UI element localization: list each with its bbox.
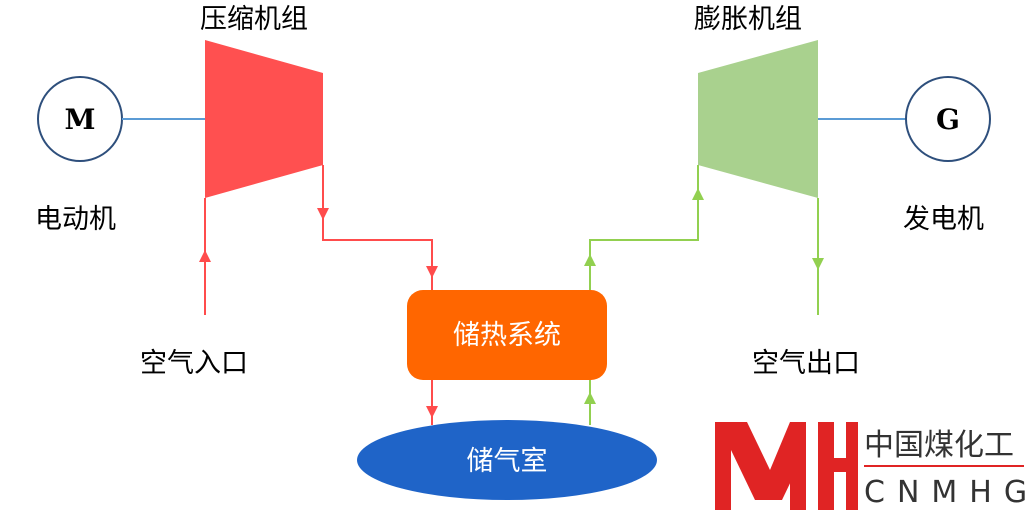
- expander-in-arrow: [692, 188, 704, 200]
- gas-to-heat-arrow: [584, 392, 596, 404]
- compressor-label: 压缩机组: [200, 4, 308, 35]
- heat-to-expander-line: [589, 165, 699, 290]
- air-inlet-arrow: [199, 250, 211, 262]
- compressor-to-heat-line: [322, 165, 433, 290]
- motor-symbol: M: [65, 103, 96, 136]
- logo-mark-icon: [715, 422, 858, 510]
- logo-en-text: CNMHG: [864, 475, 1029, 510]
- heat-out-arrow: [584, 254, 596, 266]
- heat-storage-label: 储热系统: [453, 320, 561, 351]
- generator-circle: [905, 76, 991, 162]
- compressor-unit: [205, 40, 323, 198]
- heat-in-arrow: [426, 266, 438, 278]
- motor-label: 电动机: [35, 204, 116, 235]
- gas-storage-ellipse: [357, 420, 657, 500]
- compressor-down-arrow: [317, 208, 329, 220]
- generator-symbol: G: [936, 103, 960, 136]
- expander-label: 膨胀机组: [694, 4, 802, 35]
- generator-label: 发电机: [903, 204, 984, 235]
- heat-to-gas-arrow: [426, 406, 438, 418]
- logo-cn-text: 中国煤化工: [864, 428, 1014, 463]
- expander-unit: [698, 40, 818, 198]
- air-outlet-arrow: [812, 258, 824, 270]
- heat-storage-box: [407, 290, 607, 380]
- air-inlet-label: 空气入口: [140, 348, 248, 379]
- air-outlet-label: 空气出口: [752, 348, 860, 379]
- gas-storage-label: 储气室: [467, 446, 548, 477]
- logo: 中国煤化工 CNMHG: [715, 422, 1029, 510]
